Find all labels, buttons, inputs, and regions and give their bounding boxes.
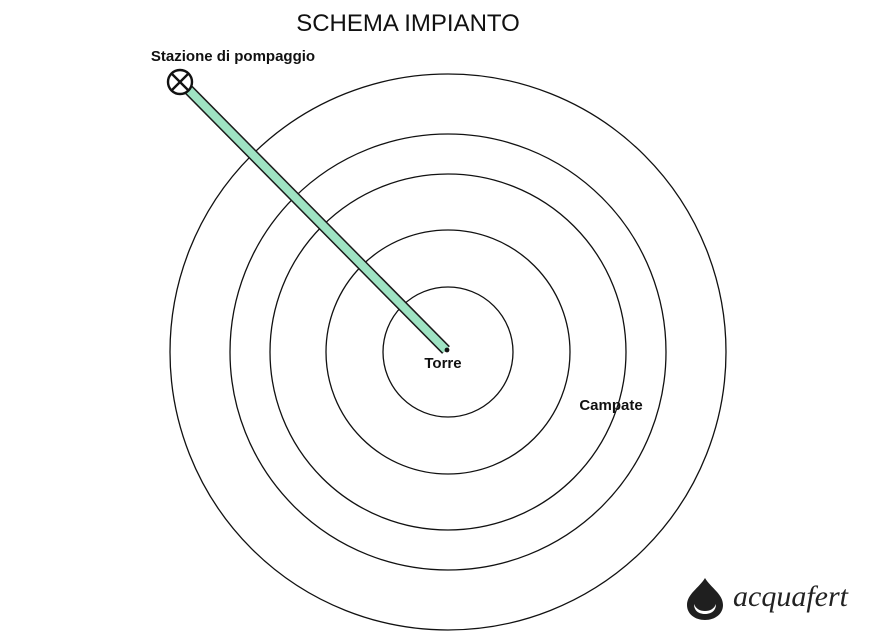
- pivot-dot-icon: [444, 347, 450, 353]
- diagram-title: SCHEMA IMPIANTO: [296, 10, 520, 37]
- spans-label: Campate: [579, 397, 642, 414]
- pump-station-label: Stazione di pompaggio: [151, 48, 315, 65]
- supply-pipe: [179, 80, 450, 354]
- span-ring-5: [169, 73, 727, 631]
- span-ring-2: [325, 229, 571, 475]
- tower-label: Torre: [424, 355, 461, 372]
- water-drop-icon: [687, 578, 723, 620]
- brand-logo: acquafert: [687, 578, 849, 620]
- span-rings: [169, 73, 727, 631]
- circle-cross-icon: [166, 68, 194, 96]
- supply-pipe-fill: [180, 81, 449, 353]
- span-ring-4: [229, 133, 667, 571]
- brand-name: acquafert: [733, 580, 849, 613]
- span-ring-3: [269, 173, 627, 531]
- span-ring-1: [382, 286, 514, 418]
